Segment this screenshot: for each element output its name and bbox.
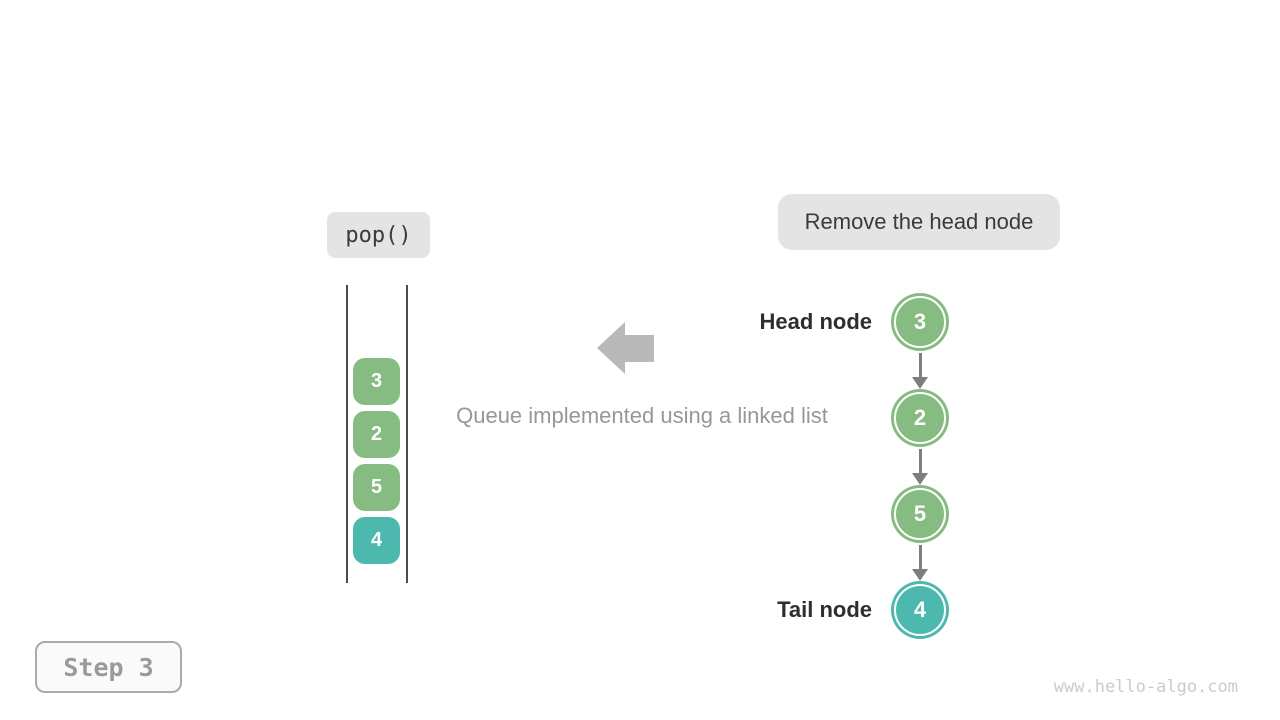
left-arrow-icon — [597, 322, 654, 374]
queue-stack: 3 2 5 4 — [353, 358, 400, 564]
list-node: 2 — [894, 392, 946, 444]
down-arrow-icon — [912, 449, 928, 485]
head-node-label: Head node — [759, 309, 872, 334]
list-node: 4 — [894, 584, 946, 636]
list-node: 5 — [894, 488, 946, 540]
stack-left-wall — [346, 285, 348, 583]
caption-text: Queue implemented using a linked list — [456, 403, 828, 428]
list-node: 3 — [894, 296, 946, 348]
down-arrow-icon — [912, 545, 928, 581]
watermark: www.hello-algo.com — [1053, 677, 1238, 697]
stack-item: 3 — [353, 358, 400, 405]
stack-right-wall — [406, 285, 408, 583]
pop-operation-label: pop() — [327, 212, 430, 258]
step-badge: Step 3 — [35, 641, 182, 693]
stack-item: 2 — [353, 411, 400, 458]
stack-item: 5 — [353, 464, 400, 511]
tail-node-label: Tail node — [777, 597, 872, 622]
down-arrow-icon — [912, 353, 928, 389]
annotation-label: Remove the head node — [778, 194, 1060, 250]
stack-item: 4 — [353, 517, 400, 564]
